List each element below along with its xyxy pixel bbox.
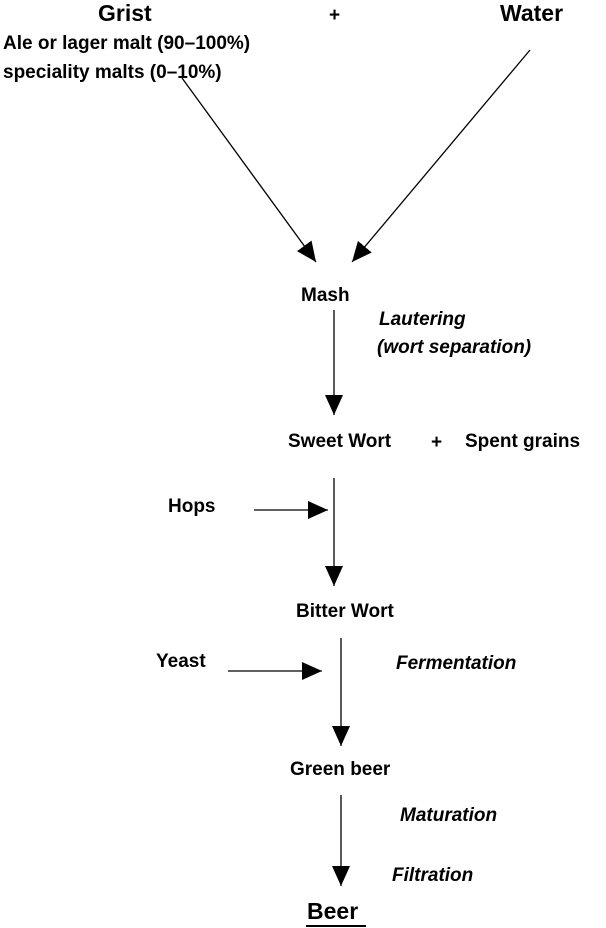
- green-beer-label: Green beer: [290, 759, 391, 780]
- grist-to-mash-arrow: [181, 77, 317, 263]
- beer-underline: [306, 925, 366, 927]
- sweet-wort-label: Sweet Wort: [288, 431, 392, 452]
- filtration-label: Filtration: [392, 865, 474, 886]
- grist-composition-line-2: speciality malts (0–10%): [3, 62, 222, 83]
- mash-label: Mash: [301, 285, 350, 306]
- yeast-label: Yeast: [156, 651, 206, 672]
- hops-label: Hops: [168, 496, 216, 517]
- spent-grains-label: Spent grains: [465, 431, 581, 452]
- fermentation-label: Fermentation: [396, 653, 517, 674]
- inputs-plus-sign: +: [329, 5, 341, 26]
- bitter-wort-label: Bitter Wort: [296, 601, 394, 622]
- maturation-label: Maturation: [400, 805, 498, 826]
- beer-label: Beer: [307, 898, 359, 924]
- water-to-mash-arrow: [351, 49, 531, 263]
- water-label: Water: [500, 0, 564, 26]
- grist-composition-line-1: Ale or lager malt (90–100%): [3, 33, 251, 54]
- lautering-label: Lautering: [379, 309, 466, 330]
- grist-label: Grist: [98, 0, 152, 26]
- sweet-wort-plus-sign: +: [431, 432, 443, 453]
- wort-separation-label: (wort separation): [377, 337, 532, 358]
